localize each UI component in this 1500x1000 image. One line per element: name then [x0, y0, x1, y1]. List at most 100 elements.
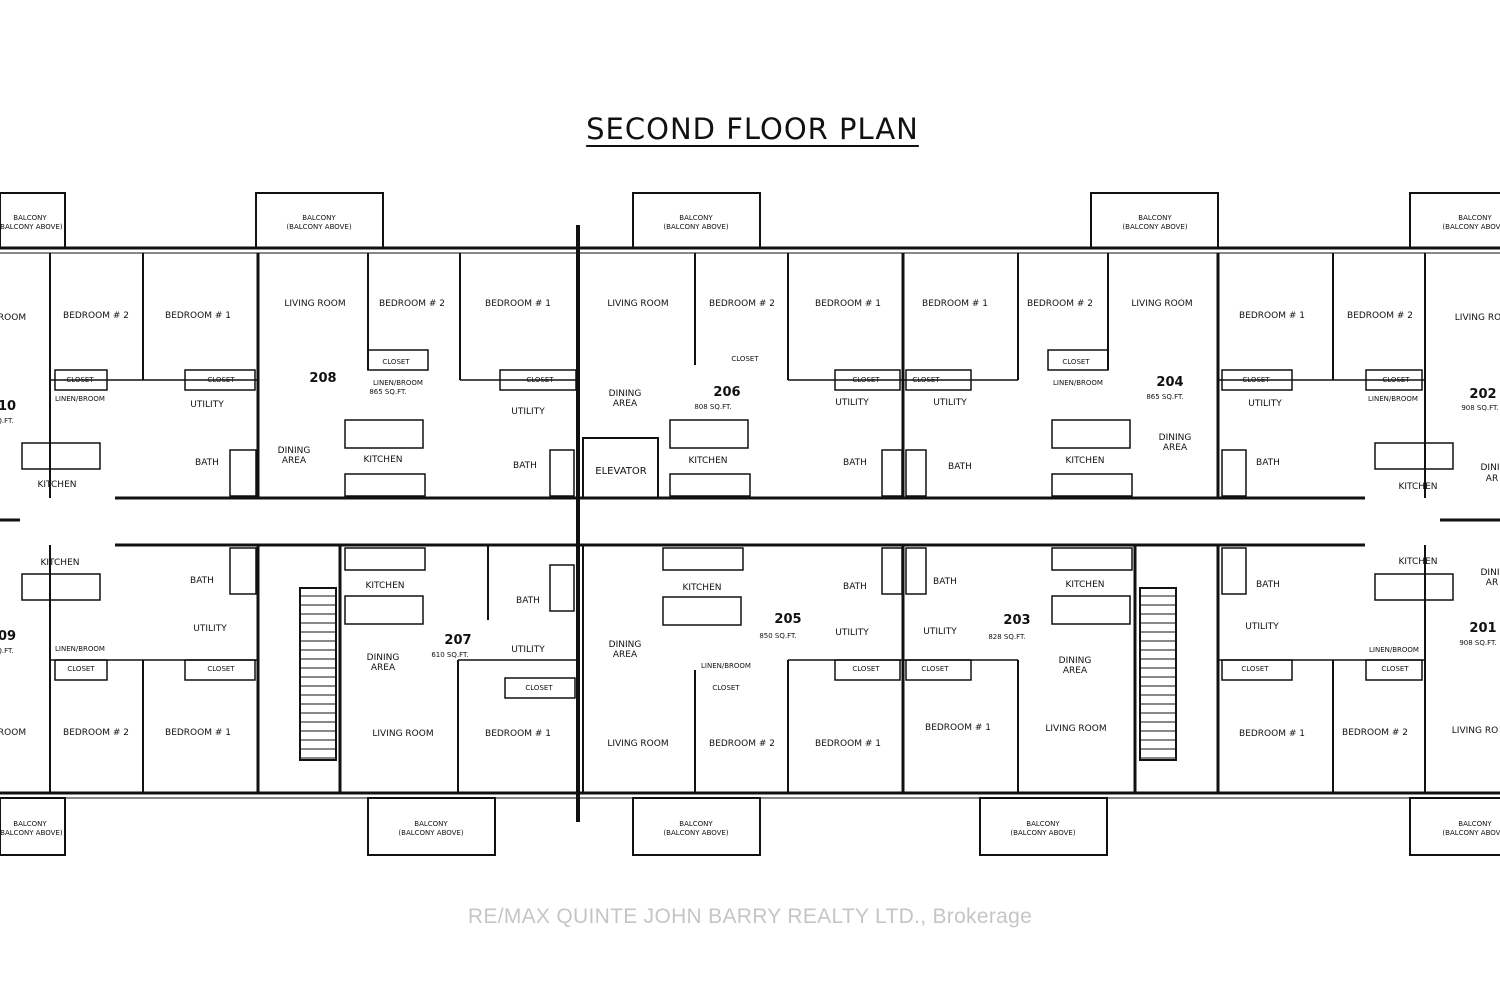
- unit-area: 865 SQ.FT.: [1146, 393, 1183, 401]
- linen-broom-label: LINEN/BROOM: [1368, 395, 1418, 403]
- unit-number: 09: [0, 629, 16, 644]
- linen-broom-label: LINEN/BROOM: [1053, 379, 1103, 387]
- closet-label: CLOSET: [1382, 376, 1410, 384]
- unit-number: 207: [444, 633, 471, 648]
- utility-label: UTILITY: [835, 398, 869, 408]
- utility-label: UTILITY: [511, 645, 545, 655]
- dining-label: DINI: [1481, 463, 1500, 473]
- kitchen-label: KITCHEN: [1066, 580, 1105, 590]
- dining-label: DINING: [609, 389, 642, 399]
- unit-number: 201: [1469, 621, 1496, 636]
- balcony-label: BALCONY: [1458, 820, 1492, 828]
- balcony-above-label: (BALCONY ABOVE): [0, 829, 63, 837]
- bath-label: BATH: [948, 462, 972, 472]
- balcony-above-label: (BALCONY ABOVE): [0, 223, 63, 231]
- unit-number: 202: [1469, 387, 1496, 402]
- utility-label: UTILITY: [511, 407, 545, 417]
- elevator-label: ELEVATOR: [595, 466, 646, 477]
- unit-number: 206: [713, 385, 740, 400]
- room-label: BEDROOM # 1: [1239, 729, 1305, 739]
- room-label: LIVING RO: [1455, 313, 1500, 323]
- room-label: LIVING ROOM: [1045, 724, 1106, 734]
- area-label: AREA: [613, 650, 638, 660]
- unit-area: 808 SQ.FT.: [694, 403, 731, 411]
- room-label: BEDROOM # 2: [379, 299, 445, 309]
- balcony-above-label: (BALCONY ABOVE): [663, 223, 728, 231]
- dining-label: DINING: [1059, 656, 1092, 666]
- utility-label: UTILITY: [1248, 399, 1282, 409]
- room-label: LIVING ROOM: [607, 739, 668, 749]
- unit-area: 610 SQ.FT.: [431, 651, 468, 659]
- dining-label: DINI: [1481, 568, 1500, 578]
- closet-label: CLOSET: [67, 665, 95, 673]
- utility-label: UTILITY: [1245, 622, 1279, 632]
- fixtures: [21, 349, 1454, 699]
- room-label: BEDROOM # 1: [925, 723, 991, 733]
- bath-label: BATH: [843, 582, 867, 592]
- room-label: BEDROOM # 2: [1347, 311, 1413, 321]
- dining-label: DINING: [367, 653, 400, 663]
- closet-label: CLOSET: [1242, 376, 1270, 384]
- balcony-label: BALCONY: [679, 214, 713, 222]
- room-label: BEDROOM # 1: [485, 299, 551, 309]
- room-label: BEDROOM # 2: [1342, 728, 1408, 738]
- bath-label: BATH: [843, 458, 867, 468]
- linen-broom-label: LINEN/BROOM: [1369, 646, 1419, 654]
- kitchen-label: KITCHEN: [364, 455, 403, 465]
- balcony-label: BALCONY: [1138, 214, 1172, 222]
- room-label: BEDROOM # 2: [709, 739, 775, 749]
- room-label: BEDROOM # 1: [1239, 311, 1305, 321]
- closet-label: CLOSET: [1241, 665, 1269, 673]
- room-label: LIVING ROOM: [284, 299, 345, 309]
- unit-number: 205: [774, 612, 801, 627]
- closet-label: CLOSET: [207, 665, 235, 673]
- room-label: BEDROOM # 2: [63, 311, 129, 321]
- balcony-above-label: (BALCONY ABOVE): [1122, 223, 1187, 231]
- dining-label: DINING: [278, 446, 311, 456]
- balcony-label: BALCONY: [302, 214, 336, 222]
- bath-label: BATH: [1256, 580, 1280, 590]
- room-label: BEDROOM # 2: [709, 299, 775, 309]
- area-label: AREA: [371, 663, 396, 673]
- kitchen-label: KITCHEN: [683, 583, 722, 593]
- utility-label: UTILITY: [193, 624, 227, 634]
- room-label: BEDROOM # 1: [922, 299, 988, 309]
- unit-area: Q.FT.: [0, 417, 14, 425]
- unit-area: Q.FT.: [0, 647, 14, 655]
- closet-label: CLOSET: [66, 376, 94, 384]
- unit-number: 10: [0, 399, 16, 414]
- room-label: BEDROOM # 1: [815, 739, 881, 749]
- closet-label: CLOSET: [712, 684, 740, 692]
- room-label: LIVING RO: [1452, 726, 1498, 736]
- dining-label: DINING: [1159, 433, 1192, 443]
- bath-label: BATH: [933, 577, 957, 587]
- room-label: BEDROOM # 2: [1027, 299, 1093, 309]
- area-label: AR: [1486, 474, 1498, 484]
- page-title-text: SECOND FLOOR PLAN: [586, 112, 919, 146]
- linen-broom-label: LINEN/BROOM: [55, 645, 105, 653]
- room-label: LIVING ROOM: [372, 729, 433, 739]
- linen-broom-label: LINEN/BROOM: [55, 395, 105, 403]
- area-label: AREA: [282, 456, 307, 466]
- room-label: ROOM: [0, 313, 26, 323]
- unit-area: 850 SQ.FT.: [759, 632, 796, 640]
- unit-area: 828 SQ.FT.: [988, 633, 1025, 641]
- brokerage-watermark: RE/MAX QUINTE JOHN BARRY REALTY LTD., Br…: [467, 905, 1033, 928]
- utility-label: UTILITY: [923, 627, 957, 637]
- balcony-above-label: (BALCONY ABOVE): [1442, 829, 1500, 837]
- area-label: AREA: [1063, 666, 1088, 676]
- closet-label: CLOSET: [526, 376, 554, 384]
- balcony-label: BALCONY: [13, 214, 47, 222]
- balcony-label: BALCONY: [679, 820, 713, 828]
- closet-label: CLOSET: [382, 358, 410, 366]
- closet-label: CLOSET: [912, 376, 940, 384]
- closet-label: CLOSET: [731, 355, 759, 363]
- area-label: AREA: [613, 399, 638, 409]
- bath-label: BATH: [516, 596, 540, 606]
- kitchen-label: KITCHEN: [366, 581, 405, 591]
- balcony-above-label: (BALCONY ABOVE): [1442, 223, 1500, 231]
- bath-label: BATH: [190, 576, 214, 586]
- kitchen-label: KITCHEN: [1399, 482, 1438, 492]
- closet-label: CLOSET: [1381, 665, 1409, 673]
